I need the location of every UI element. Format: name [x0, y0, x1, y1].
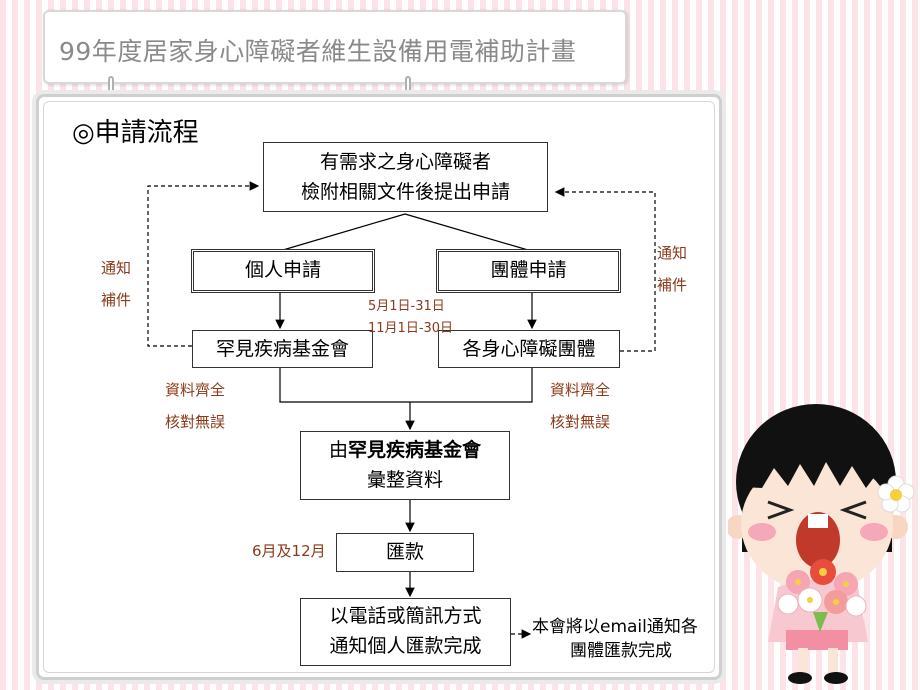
note-period-nov: 11月1日-30日	[368, 321, 454, 336]
node-disability-groups-label: 各身心障礙團體	[462, 338, 596, 360]
cartoon-girl-with-flowers-illustration	[728, 404, 915, 684]
note-remit-months: 6月及12月	[252, 542, 326, 560]
node-notify-individual: 以電話或簡訊方式 通知個人匯款完成	[300, 598, 511, 666]
note-right-notify: 通知	[657, 244, 688, 262]
node-individual-application: 個人申請	[191, 249, 375, 293]
slide-title: 99年度居家身心障礙者維生設備用電補助計畫	[59, 37, 577, 66]
node-group-application: 團體申請	[436, 249, 621, 293]
note-left-notify: 通知	[101, 259, 132, 277]
right-feedback-loop	[554, 187, 656, 352]
note-right-verified: 核對無誤	[550, 413, 611, 431]
section-heading: ◎申請流程	[72, 118, 199, 148]
note-email-line2: 團體匯款完成	[570, 641, 672, 661]
split-line-right	[404, 213, 529, 251]
compile-line2: 彙整資料	[366, 469, 443, 491]
split-line-left	[282, 213, 406, 251]
note-email-line1: 本會將以email通知各	[532, 617, 698, 637]
notify-line1: 以電話或簡訊方式	[329, 605, 482, 627]
title-banner: 99年度居家身心障礙者維生設備用電補助計畫	[43, 10, 627, 84]
note-right-complete: 資料齊全	[550, 381, 611, 399]
node-remittance-label: 匯款	[385, 541, 424, 563]
node-remittance: 匯款	[336, 533, 474, 572]
note-period-may: 5月1日-31日	[368, 299, 445, 314]
node-group-label: 團體申請	[490, 259, 567, 281]
compile-foundation-name: 罕見疾病基金會	[348, 439, 482, 461]
note-left-supplement: 補件	[101, 291, 132, 309]
node-compile-data: 由罕見疾病基金會 彙整資料	[300, 431, 510, 500]
note-left-complete: 資料齊全	[165, 381, 226, 399]
note-right-supplement: 補件	[657, 276, 688, 294]
node-foundation: 罕見疾病基金會	[192, 330, 373, 368]
node-foundation-label: 罕見疾病基金會	[215, 338, 349, 360]
compile-prefix: 由	[328, 439, 348, 461]
note-left-verified: 核對無誤	[165, 413, 226, 431]
node-disability-groups: 各身心障礙團體	[438, 330, 620, 368]
notify-line2: 通知個人匯款完成	[329, 635, 482, 657]
node-application: 有需求之身心障礙者 檢附相關文件後提出申請	[263, 142, 548, 212]
node-application-line1: 有需求之身心障礙者	[319, 151, 491, 173]
node-individual-label: 個人申請	[244, 259, 321, 281]
merge-line	[279, 368, 533, 403]
left-feedback-loop	[147, 181, 260, 347]
node-application-line2: 檢附相關文件後提出申請	[300, 181, 510, 203]
